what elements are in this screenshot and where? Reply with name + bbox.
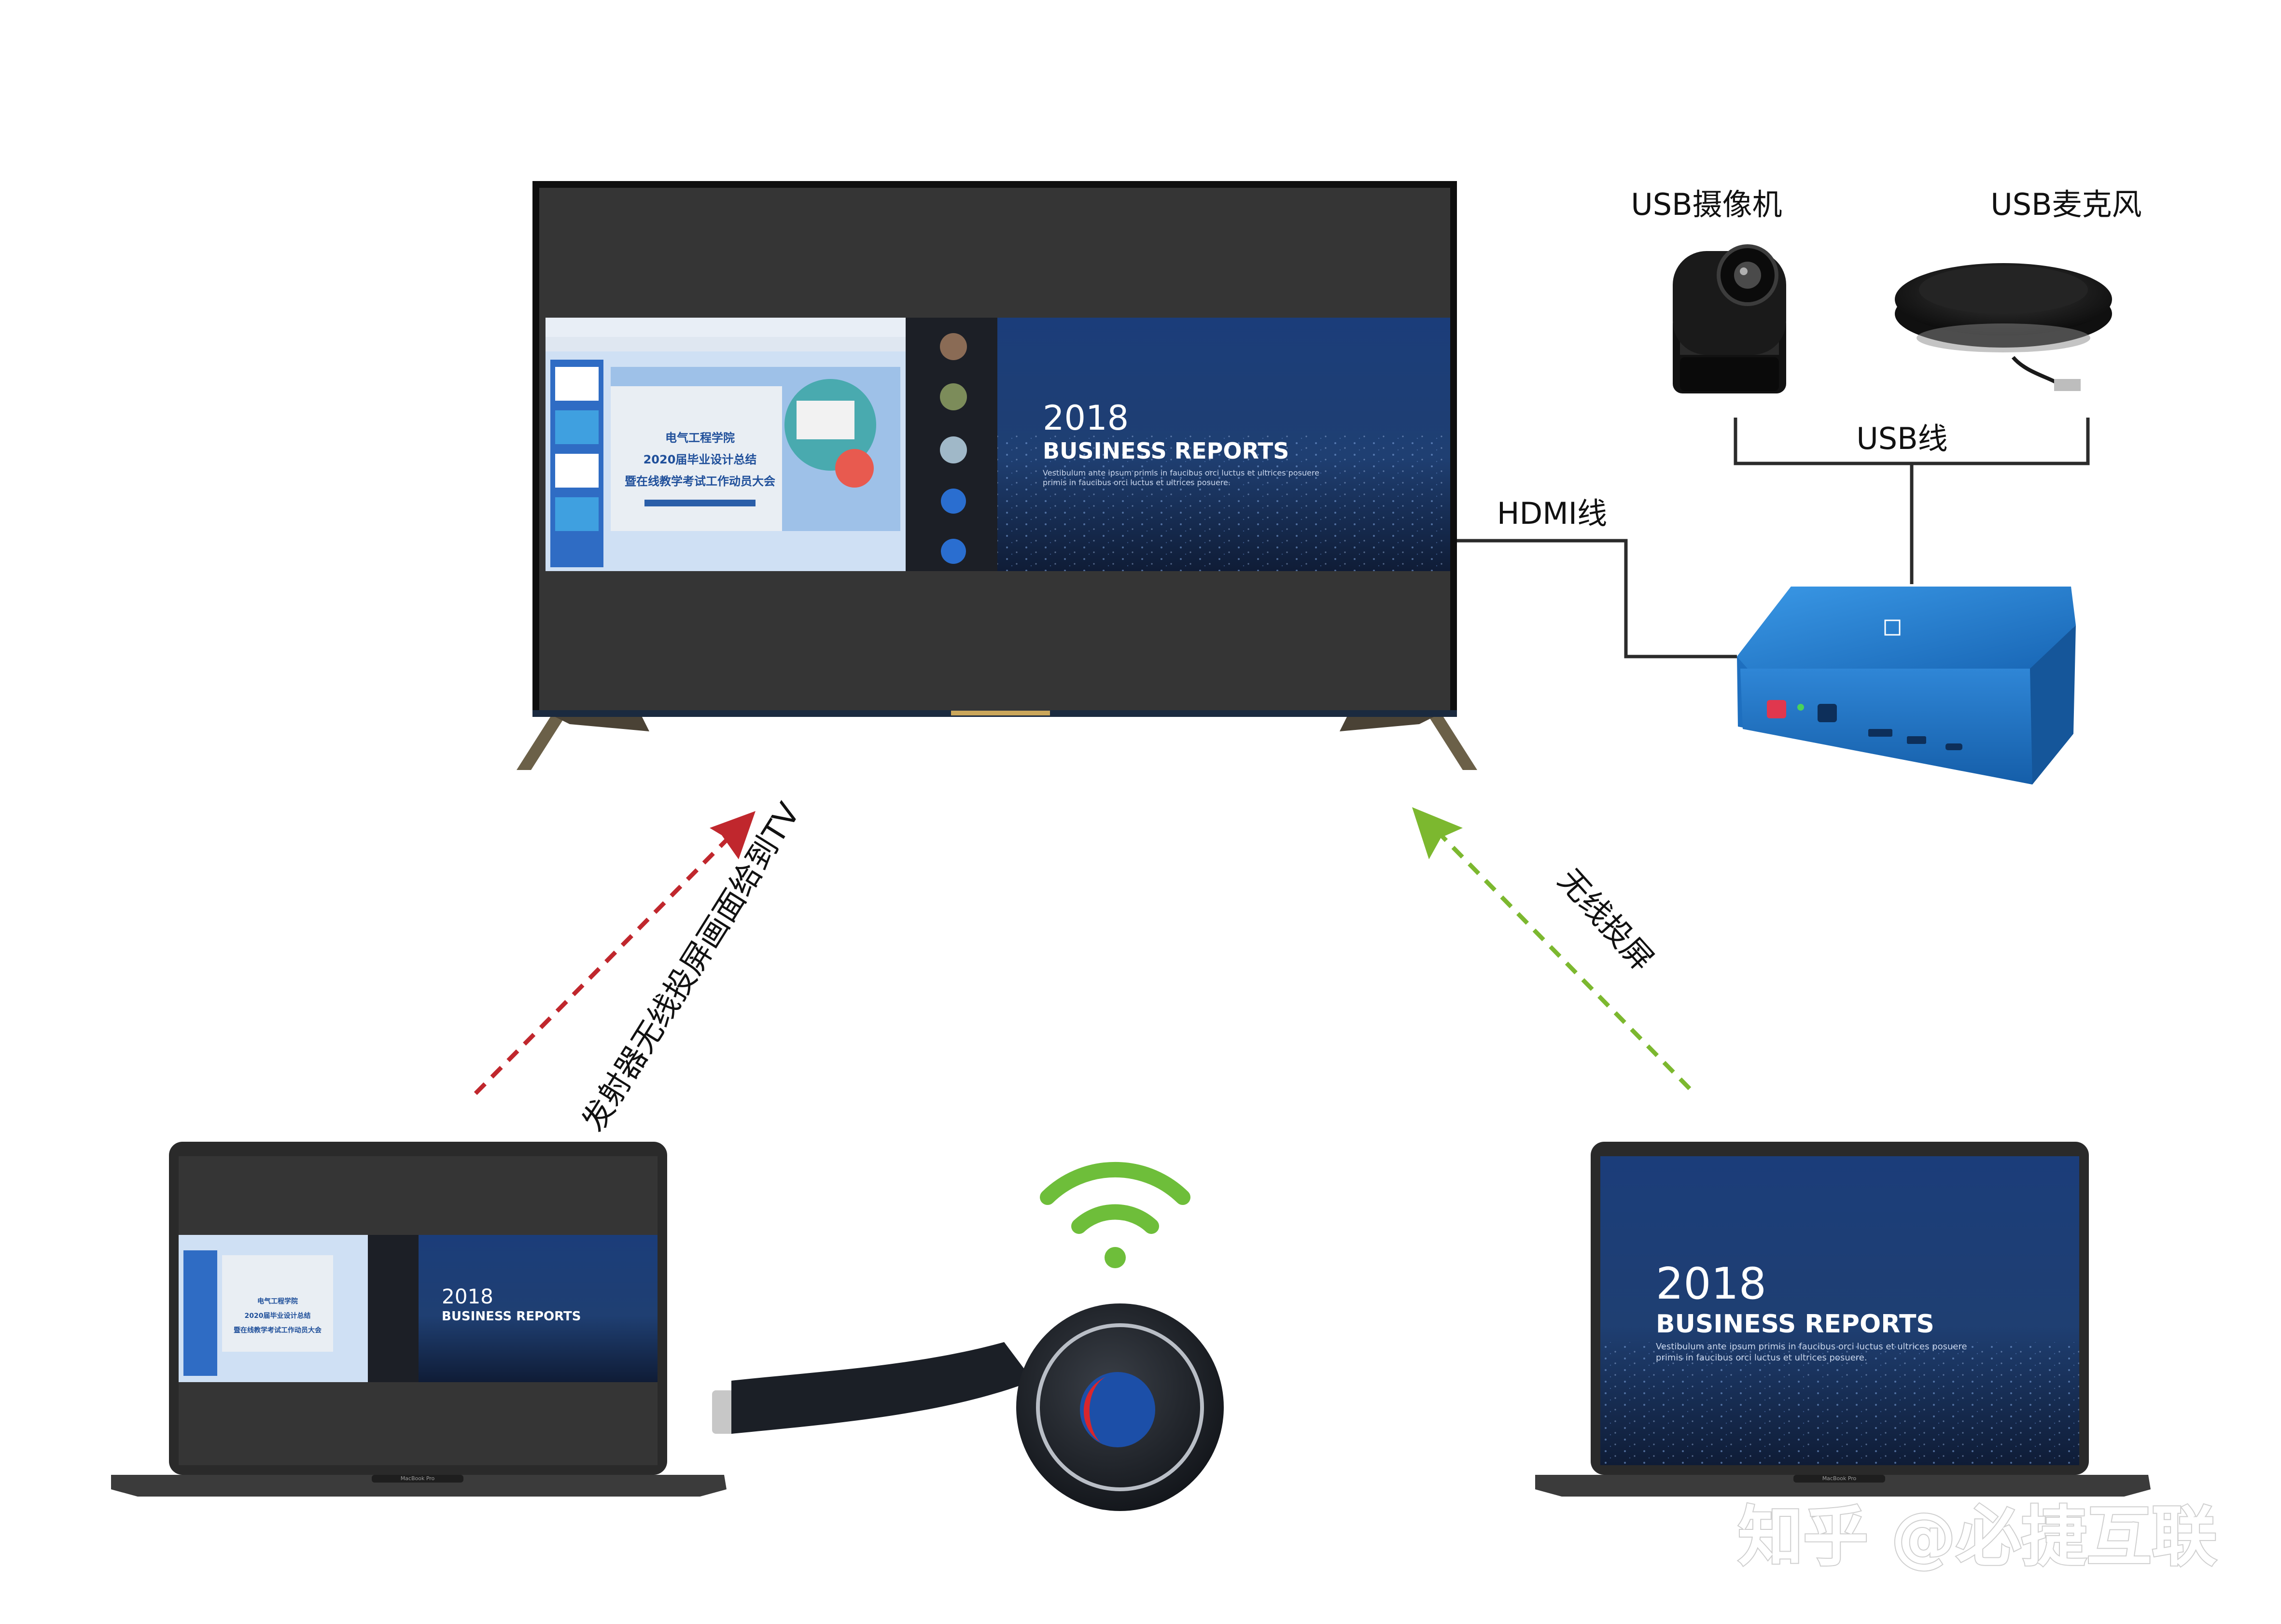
usb-camera bbox=[1673, 244, 1786, 393]
wifi-icon bbox=[1040, 1162, 1190, 1268]
laptop-left-doc-line3: 暨在线教学考试工作动员大会 bbox=[234, 1326, 322, 1334]
label-usb-camera: USB摄像机 bbox=[1631, 187, 1782, 222]
tv-doc-line1: 电气工程学院 bbox=[665, 431, 735, 445]
tv-content: 电气工程学院 2020届毕业设计总结 暨在线教学考试工作动员大会 2018 BU… bbox=[546, 318, 1450, 571]
laptop-right-slide-year: 2018 bbox=[1656, 1259, 1766, 1309]
transmitter-button bbox=[1080, 1372, 1155, 1447]
label-hdmi-cable: HDMI线 bbox=[1497, 496, 1607, 531]
laptop-right: 2018 BUSINESS REPORTS Vestibulum ante ip… bbox=[1535, 1142, 2151, 1497]
laptop-right-slide-body2: primis in faucibus orci luctus et ultric… bbox=[1656, 1353, 1867, 1363]
label-usb-cable: USB线 bbox=[1856, 421, 1947, 456]
cables bbox=[1457, 418, 2090, 658]
laptop-left-doc-line1: 电气工程学院 bbox=[257, 1297, 298, 1305]
tv-leg-left bbox=[517, 717, 565, 770]
laptop-left-slide-title: BUSINESS REPORTS bbox=[442, 1309, 581, 1324]
host-box-front bbox=[1740, 669, 2032, 784]
tv: 电气工程学院 2020届毕业设计总结 暨在线教学考试工作动员大会 2018 BU… bbox=[517, 181, 1477, 770]
laptop-right-brand: MacBook Pro bbox=[1822, 1475, 1857, 1482]
red-cast-arrow bbox=[474, 811, 756, 1095]
wireless-transmitter bbox=[712, 1303, 1224, 1511]
green-arrow-head bbox=[1412, 807, 1463, 859]
tv-slide-title: BUSINESS REPORTS bbox=[1043, 438, 1289, 464]
host-red-button bbox=[1767, 700, 1786, 718]
laptop-left-brand: MacBook Pro bbox=[401, 1475, 435, 1482]
tv-slide-body2: primis in faucibus orci luctus et ultric… bbox=[1043, 478, 1231, 487]
laptop-left-doc-line2: 2020届毕业设计总结 bbox=[245, 1312, 311, 1320]
host-box bbox=[1737, 587, 2076, 784]
hdmi-cable-line bbox=[1457, 539, 1737, 658]
host-box-top bbox=[1737, 587, 2076, 669]
tv-leg-right bbox=[1429, 717, 1477, 770]
laptop-right-slide-body1: Vestibulum ante ipsum primis in faucibus… bbox=[1656, 1342, 1967, 1352]
label-transmitter-cast: 发射器无线投屏画面给到TV bbox=[575, 797, 807, 1138]
laptop-left: 电气工程学院 2020届毕业设计总结 暨在线教学考试工作动员大会 2018 BU… bbox=[111, 1142, 727, 1497]
tv-doc-slide bbox=[611, 386, 782, 531]
tv-slide-body1: Vestibulum ante ipsum primis in faucibus… bbox=[1043, 468, 1319, 477]
label-wireless-cast: 无线投屏 bbox=[1551, 862, 1660, 978]
tv-doc-line3: 暨在线教学考试工作动员大会 bbox=[625, 475, 775, 488]
watermark: 知乎 @必捷互联 bbox=[1738, 1499, 2217, 1575]
laptop-left-slide-year: 2018 bbox=[442, 1285, 493, 1308]
tv-doc-line2: 2020届毕业设计总结 bbox=[644, 453, 757, 466]
tv-slide-year: 2018 bbox=[1043, 398, 1129, 438]
laptop-right-slide-title: BUSINESS REPORTS bbox=[1656, 1310, 1934, 1339]
usb-c-plug bbox=[712, 1390, 736, 1434]
label-usb-mic: USB麦克风 bbox=[1990, 187, 2141, 222]
red-arrow-head bbox=[710, 811, 756, 859]
tv-logo-strip bbox=[951, 711, 1050, 715]
usb-microphone bbox=[1895, 263, 2112, 391]
green-cast-arrow bbox=[1412, 807, 1692, 1091]
